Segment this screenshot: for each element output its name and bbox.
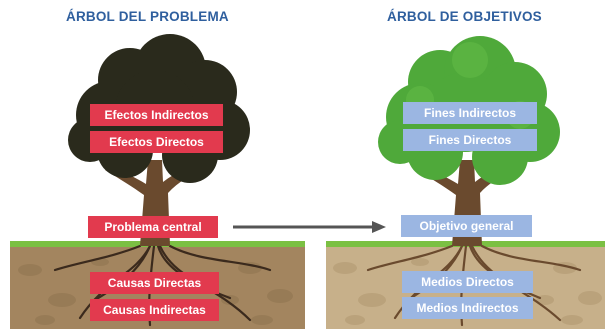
effects-indirect-label: Efectos Indirectos (90, 104, 223, 126)
causes-direct-label: Causas Directas (90, 272, 219, 294)
left-trunk (105, 160, 208, 246)
right-title: ÁRBOL DE OBJETIVOS (387, 9, 542, 24)
means-direct-label: Medios Directos (402, 271, 533, 293)
ends-indirect-label: Fines Indirectos (403, 102, 537, 124)
causes-indirect-label: Causas Indirectas (90, 299, 219, 321)
left-title: ÁRBOL DEL PROBLEMA (66, 9, 229, 24)
effects-direct-label: Efectos Directos (90, 131, 223, 153)
ends-direct-label: Fines Directos (403, 129, 537, 151)
general-objective-label: Objetivo general (401, 215, 532, 237)
transition-arrow (233, 221, 386, 233)
central-problem-label: Problema central (88, 216, 218, 238)
right-trunk (417, 160, 520, 246)
means-indirect-label: Medios Indirectos (402, 297, 533, 319)
right-soil-stones (333, 258, 602, 325)
